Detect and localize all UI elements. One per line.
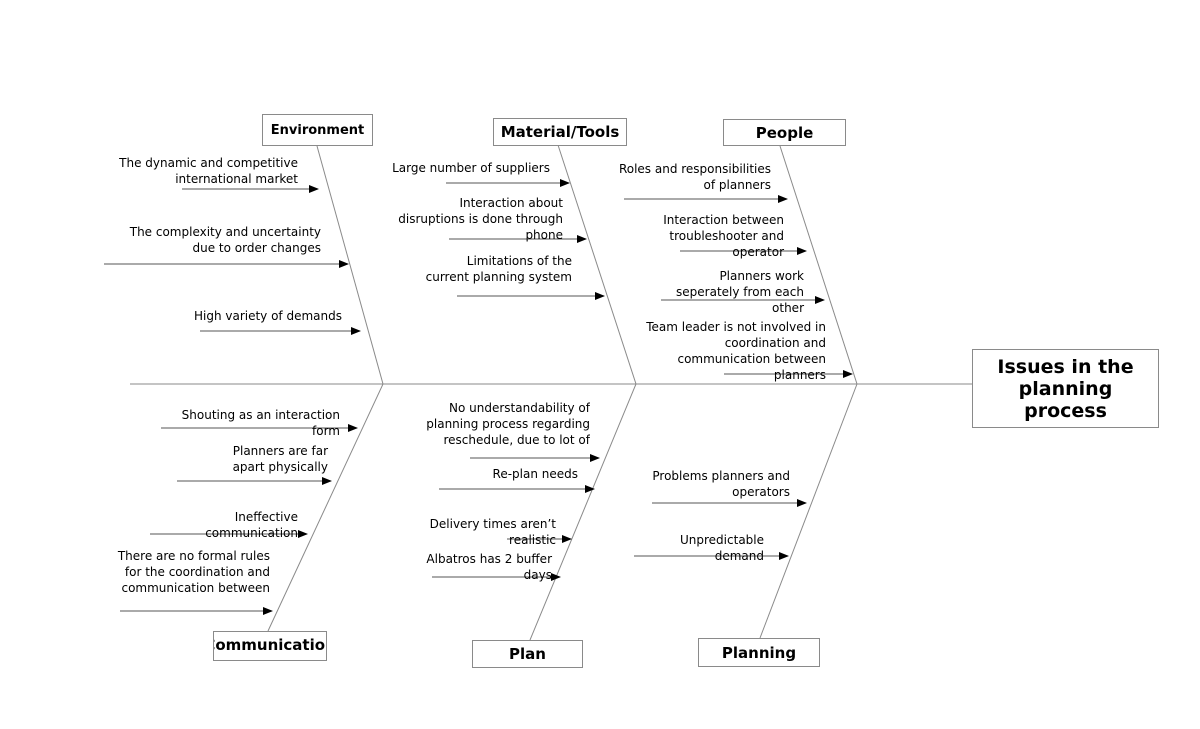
category-planning: Planning (698, 638, 820, 667)
category-plan: Plan (472, 640, 583, 668)
bone-people (779, 145, 858, 385)
cause-material-2: Interaction about disruptions is done th… (398, 196, 563, 242)
cause-plan-4: Albatros has 2 buffer days (426, 552, 552, 582)
cause-people-3: Planners work seperately from each other (676, 269, 804, 315)
cause-people-4: Team leader is not involved in coordinat… (646, 320, 826, 382)
bone-plan (529, 383, 637, 641)
cause-plan-3: Delivery times aren’t realistic (429, 517, 556, 547)
cause-communication-2: Planners are far apart physically (232, 444, 328, 474)
cause-people-2: Interaction between troubleshooter and o… (663, 213, 784, 259)
category-communication: Communication (213, 631, 327, 661)
category-environment: Environment (262, 114, 373, 146)
effect-box: Issues in the planning process (972, 349, 1159, 428)
cause-planning-1: Problems planners and operators (652, 469, 790, 499)
bone-communication (267, 383, 384, 632)
cause-environment-3: High variety of demands (193, 309, 342, 323)
bone-environment (316, 145, 384, 385)
cause-planning-2: Unpredictable demand (680, 533, 764, 563)
cause-communication-4: There are no formal rules for the coordi… (117, 549, 270, 595)
cause-plan-2: Re-plan needs (492, 467, 578, 481)
bone-planning (759, 383, 858, 639)
cause-environment-1: The dynamic and competitive internationa… (119, 156, 298, 186)
cause-environment-2: The complexity and uncertainty due to or… (129, 225, 321, 255)
category-material-tools: Material/Tools (493, 118, 627, 146)
cause-communication-3: Ineffective communication (205, 510, 298, 540)
category-people: People (723, 119, 846, 146)
cause-communication-1: Shouting as an interaction form (181, 408, 340, 438)
cause-plan-1: No understandability of planning process… (426, 401, 590, 447)
cause-people-1: Roles and responsibilities of planners (618, 162, 771, 192)
bone-material-tools (557, 144, 637, 385)
cause-material-3: Limitations of the current planning syst… (425, 254, 572, 284)
cause-material-1: Large number of suppliers (392, 161, 550, 175)
